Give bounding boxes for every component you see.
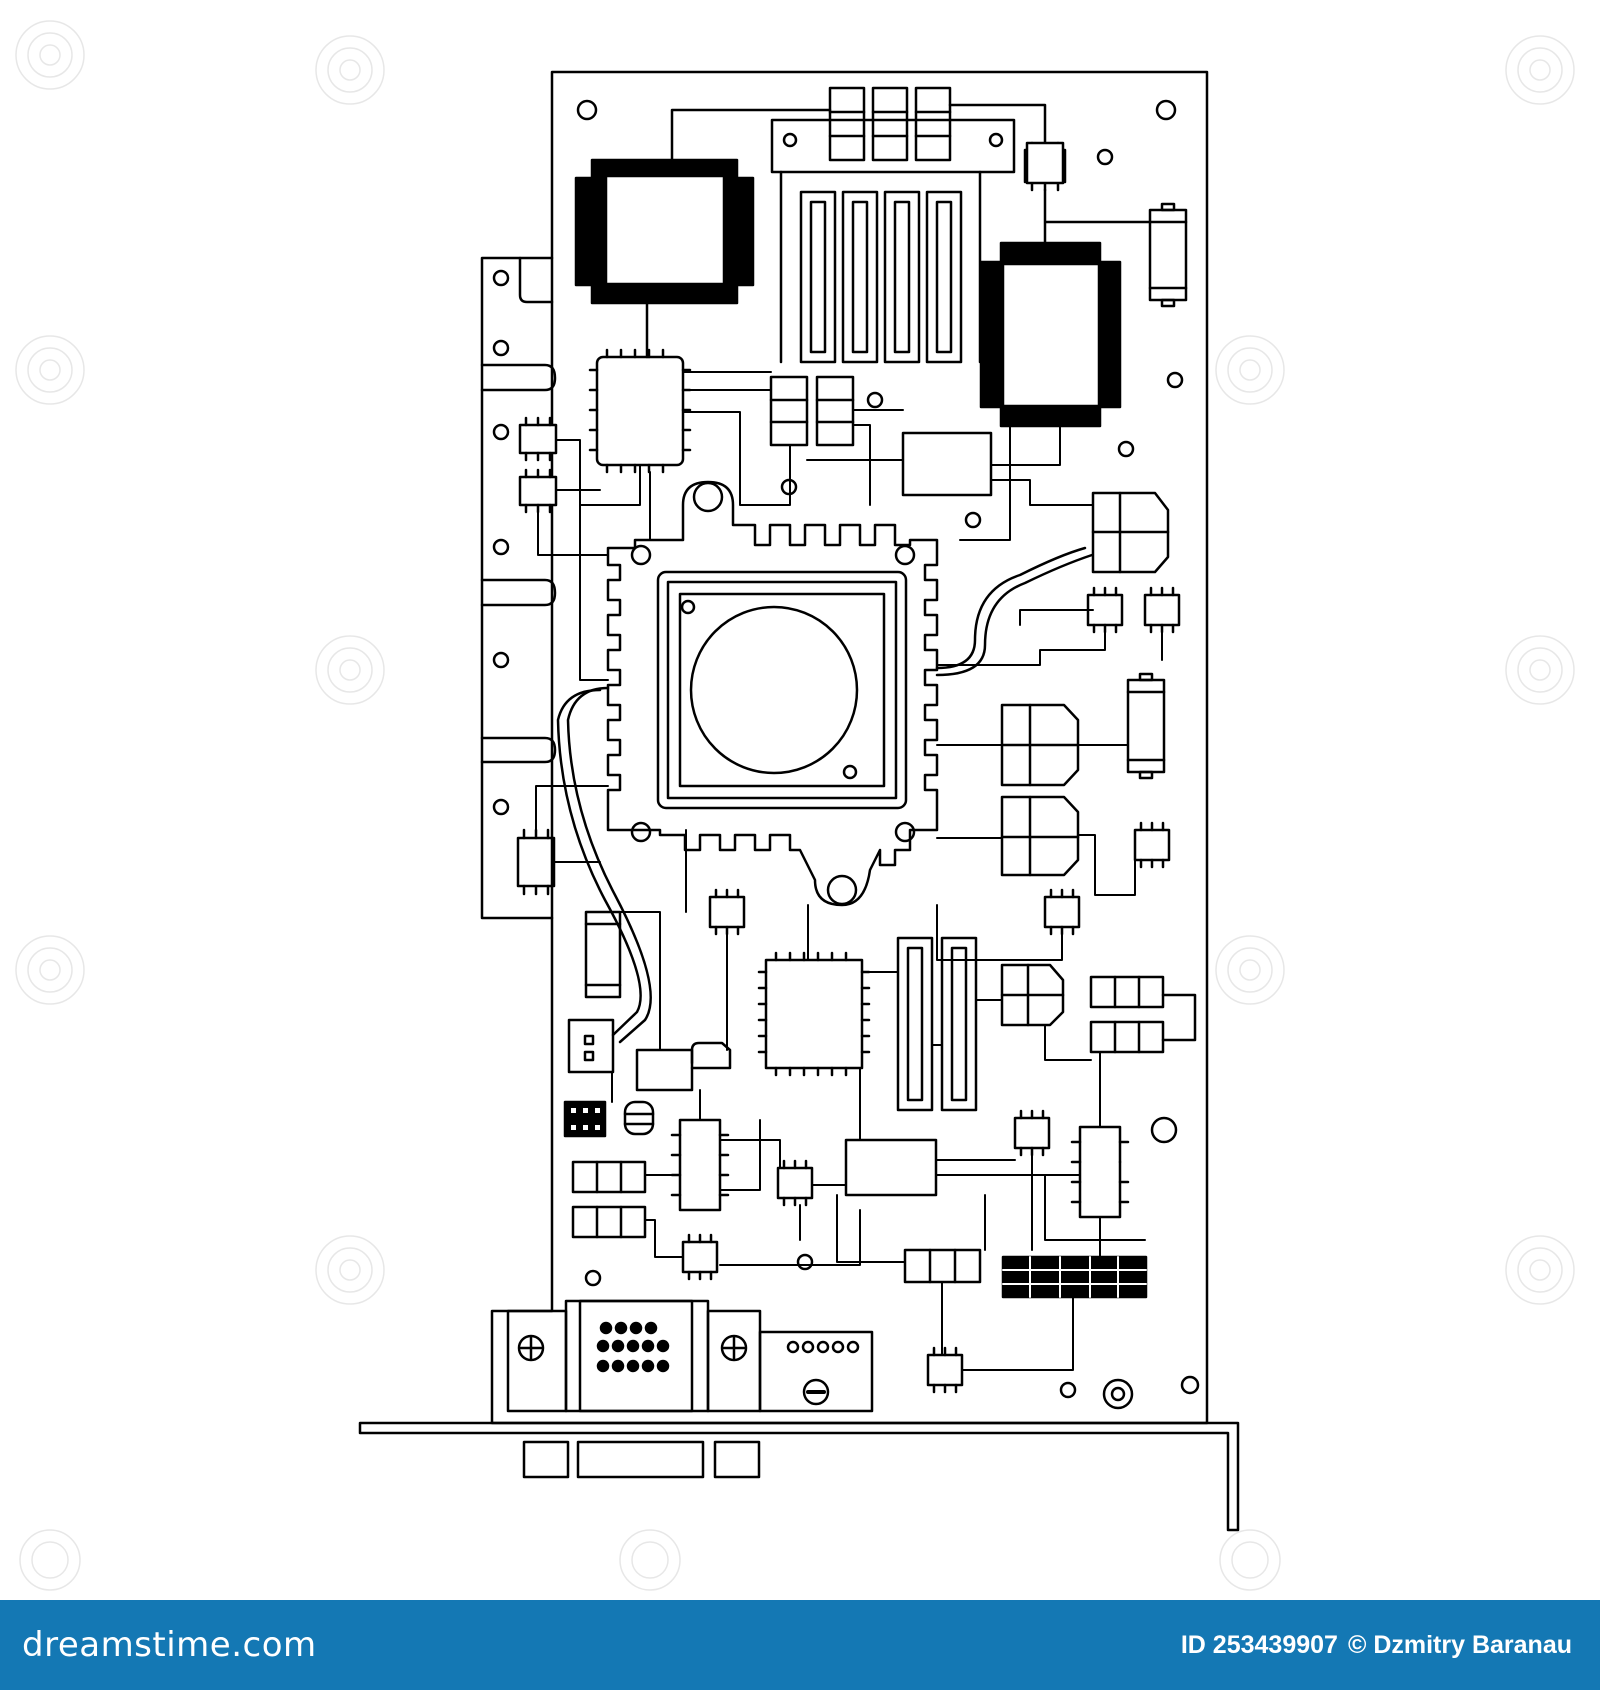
- image-credit: ID 253439907 © Dzmitry Baranau: [1181, 1631, 1572, 1660]
- jumper-block-bottom: [1001, 1255, 1148, 1299]
- smd-chips-left: [518, 416, 558, 514]
- mounting-bracket: [358, 1421, 1240, 1532]
- memory-slots-bottom: [896, 936, 978, 1112]
- capacitor-top-right: [1148, 202, 1188, 308]
- capacitor-left: [584, 910, 622, 999]
- capacitor-right-vertical: [1126, 672, 1166, 780]
- watermark-swirls: [15, 20, 1575, 1591]
- mounting-holes: [492, 99, 1200, 1410]
- electrolytic-cap-small: [623, 1100, 655, 1136]
- memory-slots-top: [779, 170, 982, 364]
- capacitor-pairs-center: [769, 375, 855, 496]
- resistor-arrays-right: [1089, 975, 1197, 1054]
- voltage-regulator: [901, 431, 993, 497]
- small-pad: [635, 1048, 694, 1092]
- author-name[interactable]: © Dzmitry Baranau: [1347, 1630, 1572, 1659]
- vga-pins: [596, 1321, 670, 1373]
- gpu-chip: [656, 570, 908, 810]
- pcb-edge-connector: [480, 256, 554, 920]
- resistor-array-bottom: [903, 1248, 982, 1284]
- video-chip: [757, 951, 871, 1077]
- inductor-left: [516, 828, 556, 896]
- brand-logo[interactable]: dreamstime.com: [22, 1625, 317, 1665]
- ic-block: [844, 1138, 938, 1197]
- footer-bar: dreamstime.com ID 253439907 © Dzmitry Ba…: [0, 1600, 1600, 1690]
- tall-chip-right: [1070, 1125, 1130, 1219]
- graphics-card-circuit-illustration: [15, 20, 1575, 1591]
- image-id: ID 253439907: [1180, 1630, 1338, 1659]
- jumper-block-left: [563, 1100, 607, 1138]
- gpu-heatsink: [606, 480, 939, 907]
- memory-chip-top-left: [574, 158, 755, 305]
- fan-cable-right: [935, 546, 1087, 670]
- top-resistor-block: [670, 86, 1047, 174]
- screw-icons: [517, 1334, 748, 1362]
- circuit-traces: [535, 371, 1163, 1371]
- memory-chip-top-right: [979, 241, 1122, 428]
- tall-chip-left: [670, 1118, 730, 1212]
- fan-connector: [567, 1018, 615, 1074]
- fan-cable-left: [566, 686, 652, 1044]
- s-video-port: [786, 1340, 860, 1406]
- ceramic-capacitors-right: [1000, 491, 1170, 1027]
- resistor-arrays-left: [571, 1160, 647, 1239]
- gpu-die: [689, 605, 859, 775]
- smd-chip-pins: [687, 586, 1175, 1394]
- bios-chip: [588, 301, 692, 474]
- vga-port-area: [506, 1299, 874, 1413]
